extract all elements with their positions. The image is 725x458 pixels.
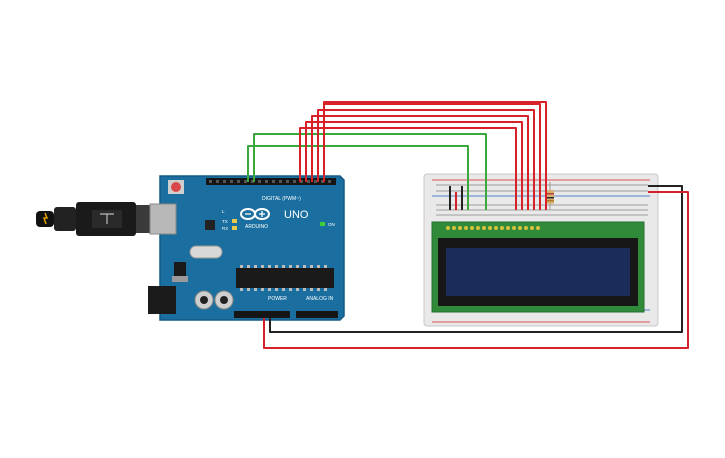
resistor[interactable] xyxy=(547,182,554,210)
wire-green-2 xyxy=(253,133,487,210)
lcd-16x2-display[interactable] xyxy=(431,221,645,313)
rx-label: RX xyxy=(222,226,228,231)
wire-red-4 xyxy=(317,109,535,210)
digital-header xyxy=(206,178,336,185)
crystal-oscillator xyxy=(189,245,223,259)
usb-jack xyxy=(149,203,177,235)
power-label: POWER xyxy=(268,296,287,302)
reset-button[interactable] xyxy=(168,180,184,194)
on-label: ON xyxy=(328,222,335,227)
tx-label: TX xyxy=(222,219,228,224)
rx-led xyxy=(232,226,237,230)
logo-text: ARDUINO xyxy=(245,224,268,230)
dc-power-jack xyxy=(148,286,176,314)
l-label: L xyxy=(222,209,225,214)
digital-label: DIGITAL (PWM~) xyxy=(262,196,301,202)
wire-red-2 xyxy=(305,121,523,210)
model-text: UNO xyxy=(284,209,309,221)
icsp-chip xyxy=(205,220,215,230)
arduino-uno-board[interactable]: DIGITAL (PWM~) ARDUINO UNO ON TX RX L xyxy=(148,175,345,321)
arduino-logo xyxy=(240,208,270,220)
voltage-regulator xyxy=(174,262,186,278)
tx-led xyxy=(232,219,237,223)
analog-label: ANALOG IN xyxy=(306,296,334,302)
wire-red-3 xyxy=(311,115,529,210)
wire-red-6 xyxy=(323,101,547,210)
power-header xyxy=(234,311,290,318)
capacitors xyxy=(194,290,234,310)
on-led xyxy=(320,222,325,226)
wire-red-1 xyxy=(299,127,517,210)
analog-header xyxy=(296,311,338,318)
wires[interactable] xyxy=(247,101,689,349)
lcd-pins xyxy=(446,226,540,230)
lcd-screen xyxy=(446,248,630,296)
usb-cable[interactable] xyxy=(36,202,172,236)
atmega-chip xyxy=(236,265,334,291)
wire-black-gnd xyxy=(269,185,683,333)
wire-red-5v xyxy=(263,191,689,349)
wire-green-1 xyxy=(247,145,469,210)
